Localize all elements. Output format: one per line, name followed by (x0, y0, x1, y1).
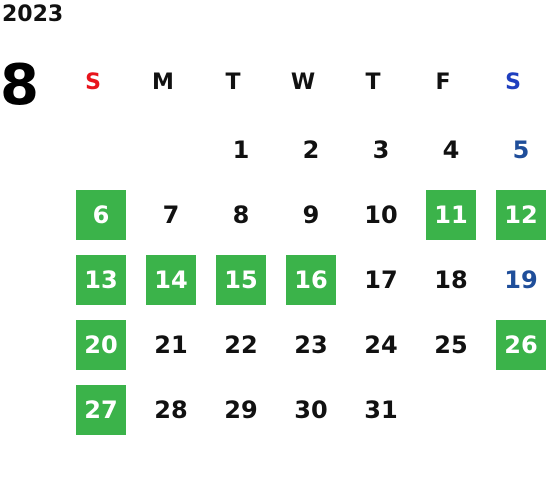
calendar-day-holiday[interactable]: 15 (216, 255, 266, 305)
weekday-header-thursday: T (365, 69, 381, 95)
calendar-day-holiday[interactable]: 6 (76, 190, 126, 240)
calendar-day[interactable]: 10 (364, 201, 398, 229)
calendar-month: 8 (0, 53, 39, 118)
calendar-day[interactable]: 5 (512, 136, 530, 164)
calendar-year: 2023 (2, 2, 64, 27)
calendar-day[interactable]: 24 (364, 331, 398, 359)
calendar-day-holiday[interactable]: 11 (426, 190, 476, 240)
weekday-header-sunday: S (85, 69, 101, 95)
calendar-day-holiday[interactable]: 14 (146, 255, 196, 305)
calendar-day-holiday[interactable]: 13 (76, 255, 126, 305)
calendar-day[interactable]: 19 (504, 266, 538, 294)
calendar-day-holiday[interactable]: 20 (76, 320, 126, 370)
calendar-day[interactable]: 7 (162, 201, 180, 229)
calendar-day[interactable]: 30 (294, 396, 328, 424)
calendar-day[interactable]: 4 (442, 136, 460, 164)
calendar-day-holiday[interactable]: 12 (496, 190, 546, 240)
calendar-day[interactable]: 18 (434, 266, 468, 294)
calendar-day[interactable]: 9 (302, 201, 320, 229)
weekday-header-wednesday: W (290, 69, 316, 95)
calendar-day[interactable]: 29 (224, 396, 258, 424)
calendar-day[interactable]: 28 (154, 396, 188, 424)
weekday-header-tuesday: T (225, 69, 241, 95)
calendar-day[interactable]: 21 (154, 331, 188, 359)
calendar-day[interactable]: 3 (372, 136, 390, 164)
calendar-day[interactable]: 31 (364, 396, 398, 424)
weekday-header-friday: F (435, 69, 451, 95)
calendar-day-holiday[interactable]: 26 (496, 320, 546, 370)
weekday-header-saturday: S (505, 69, 521, 95)
calendar-day[interactable]: 25 (434, 331, 468, 359)
calendar-day[interactable]: 8 (232, 201, 250, 229)
calendar-day[interactable]: 23 (294, 331, 328, 359)
calendar-day-holiday[interactable]: 16 (286, 255, 336, 305)
calendar-day[interactable]: 17 (364, 266, 398, 294)
calendar-day[interactable]: 1 (232, 136, 250, 164)
calendar-day[interactable]: 2 (302, 136, 320, 164)
calendar-day-holiday[interactable]: 27 (76, 385, 126, 435)
weekday-header-monday: M (152, 69, 174, 95)
calendar-day[interactable]: 22 (224, 331, 258, 359)
